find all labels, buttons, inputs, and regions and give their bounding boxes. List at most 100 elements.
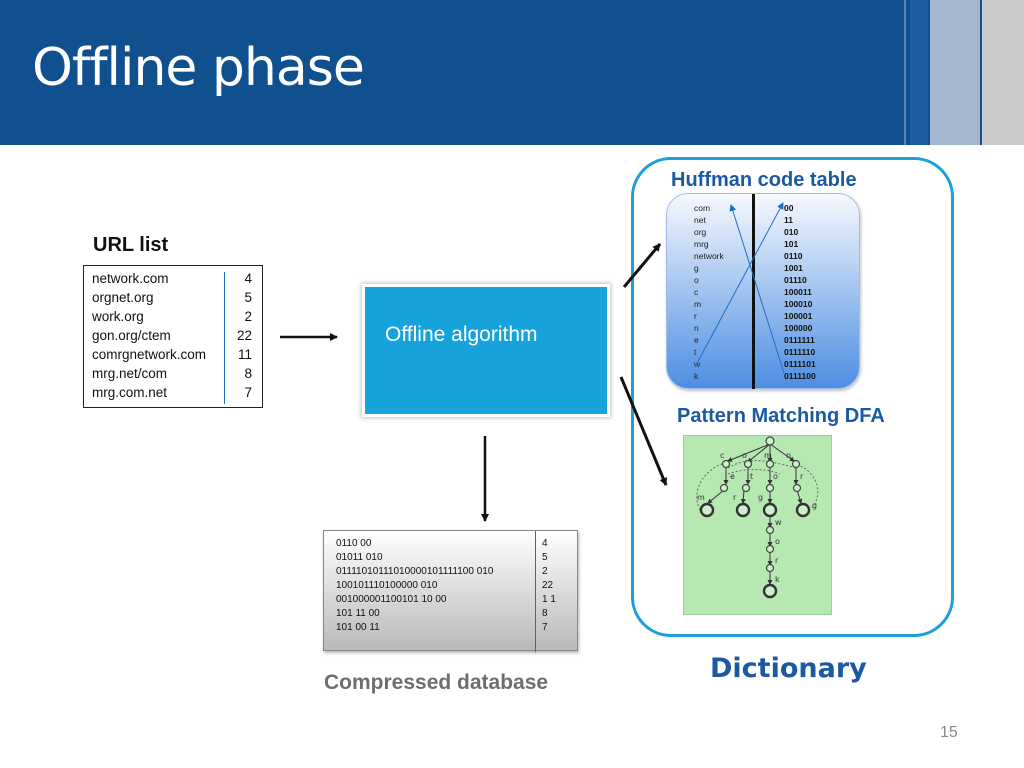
dfa-state: [765, 563, 775, 573]
url-count: 2: [244, 309, 252, 324]
huffman-pattern: k: [694, 371, 699, 381]
huffman-code: 0111111: [784, 335, 815, 345]
huffman-row: n 100000: [667, 323, 847, 335]
dfa-edge-label: n: [786, 451, 791, 460]
db-count: 5: [542, 552, 548, 563]
huffman-row: k 0111100: [667, 371, 847, 383]
dfa-title: Pattern Matching DFA: [677, 405, 885, 427]
dfa-state: [743, 459, 753, 469]
huffman-pattern: m: [694, 299, 702, 309]
huffman-code: 101: [784, 239, 799, 249]
huffman-code: 0111110: [784, 347, 816, 357]
dfa-edge-label: o: [775, 537, 780, 546]
url-count: 22: [236, 328, 252, 343]
dfa-state: [791, 459, 801, 469]
header-stripe: [982, 0, 1024, 145]
huffman-pattern: r: [694, 311, 697, 321]
url-row: work.org 2: [92, 309, 262, 328]
huffman-row: t 0111110: [667, 347, 847, 359]
huffman-row: c 100011: [667, 287, 847, 299]
huffman-pattern: com: [694, 203, 711, 213]
url-text: orgnet.org: [92, 290, 154, 305]
db-row: 01111010111010000101111100 010 2: [336, 566, 571, 580]
huffman-pattern: network: [694, 251, 724, 261]
db-bits: 101 11 00: [336, 608, 380, 619]
huffman-table-title: Huffman code table: [671, 169, 857, 191]
url-count: 7: [244, 385, 252, 400]
huffman-pattern: g: [694, 263, 699, 273]
dfa-state: [721, 459, 731, 469]
compressed-database-divider: [535, 531, 536, 652]
url-text: network.com: [92, 271, 169, 286]
dfa-edge-label: g: [812, 501, 817, 510]
huffman-cross-arrow: [694, 202, 784, 368]
dfa-state: [765, 525, 775, 535]
url-row: comrgnetwork.com 11: [92, 347, 262, 366]
dfa-state: [719, 483, 729, 493]
huffman-code: 01110: [784, 275, 807, 285]
huffman-row: e 0111111: [667, 335, 847, 347]
offline-algorithm-box: Offline algorithm: [362, 284, 610, 417]
slide-title: Offline phase: [32, 38, 365, 98]
huffman-pattern: mrg: [694, 239, 709, 249]
dfa-accept-states: [699, 502, 811, 599]
dfa-edge-label: r: [800, 472, 804, 481]
db-count: 7: [542, 622, 548, 633]
huffman-row: g 1001: [667, 263, 847, 275]
dfa-state: [741, 483, 751, 493]
db-count: 2: [542, 566, 548, 577]
url-list-table: network.com 4 orgnet.org 5 work.org 2 go…: [83, 265, 263, 408]
db-count: 4: [542, 538, 548, 549]
huffman-pattern: e: [694, 335, 699, 345]
page-number: 15: [940, 724, 958, 741]
db-row: 100101110100000 010 22: [336, 580, 571, 594]
huffman-pattern: org: [694, 227, 707, 237]
huffman-code: 11: [784, 215, 793, 225]
url-list-divider: [224, 272, 225, 404]
huffman-row: r 100001: [667, 311, 847, 323]
dfa-accept-state: [699, 502, 715, 518]
compressed-database-caption: Compressed database: [324, 671, 549, 694]
huffman-row: org 010: [667, 227, 847, 239]
slide-header: Offline phase: [0, 0, 1024, 145]
huffman-row: o 01110: [667, 275, 847, 287]
arrow-algorithm-to-dfa: [619, 376, 668, 486]
url-text: gon.org/ctem: [92, 328, 171, 343]
dfa-diagram: [683, 435, 832, 615]
url-text: mrg.net/com: [92, 366, 168, 381]
db-row: 101 11 00 8: [336, 608, 571, 622]
huffman-row: mrg 101: [667, 239, 847, 251]
huffman-pattern: o: [694, 275, 699, 285]
dfa-edge-label: m: [764, 451, 772, 460]
db-bits: 01111010111010000101111100 010: [336, 566, 494, 577]
dfa-edge-label: o: [773, 472, 778, 481]
db-count: 8: [542, 608, 548, 619]
dfa-edge-label: r: [733, 493, 737, 502]
header-stripe: [910, 0, 928, 145]
url-row: mrg.com.net 7: [92, 385, 262, 404]
url-row: network.com 4: [92, 271, 262, 290]
header-stripe: [930, 0, 980, 145]
url-text: mrg.com.net: [92, 385, 168, 400]
dfa-accept-state: [735, 502, 751, 518]
db-count: 1 1: [542, 594, 556, 605]
huffman-pattern: c: [694, 287, 699, 297]
huffman-code: 0111100: [784, 371, 816, 381]
huffman-code: 100000: [784, 323, 813, 333]
db-row: 01011 010 5: [336, 552, 571, 566]
huffman-divider: [752, 194, 755, 389]
huffman-pattern: n: [694, 323, 699, 333]
huffman-code: 100001: [784, 311, 813, 321]
dictionary-caption: Dictionary: [710, 653, 867, 684]
dfa-edge-label: m: [697, 493, 705, 502]
db-bits: 100101110100000 010: [336, 580, 438, 591]
dfa-state: [765, 483, 775, 493]
huffman-code-table: com 00 net 11 org 010 mrg 101 network 01…: [666, 193, 860, 389]
db-count: 22: [542, 580, 554, 591]
url-count: 8: [244, 366, 252, 381]
dictionary-frame: [631, 157, 954, 637]
dfa-states: [719, 436, 802, 573]
db-row: 0110 00 4: [336, 538, 571, 552]
huffman-cross-arrow: [729, 204, 785, 374]
url-count: 11: [237, 347, 252, 362]
